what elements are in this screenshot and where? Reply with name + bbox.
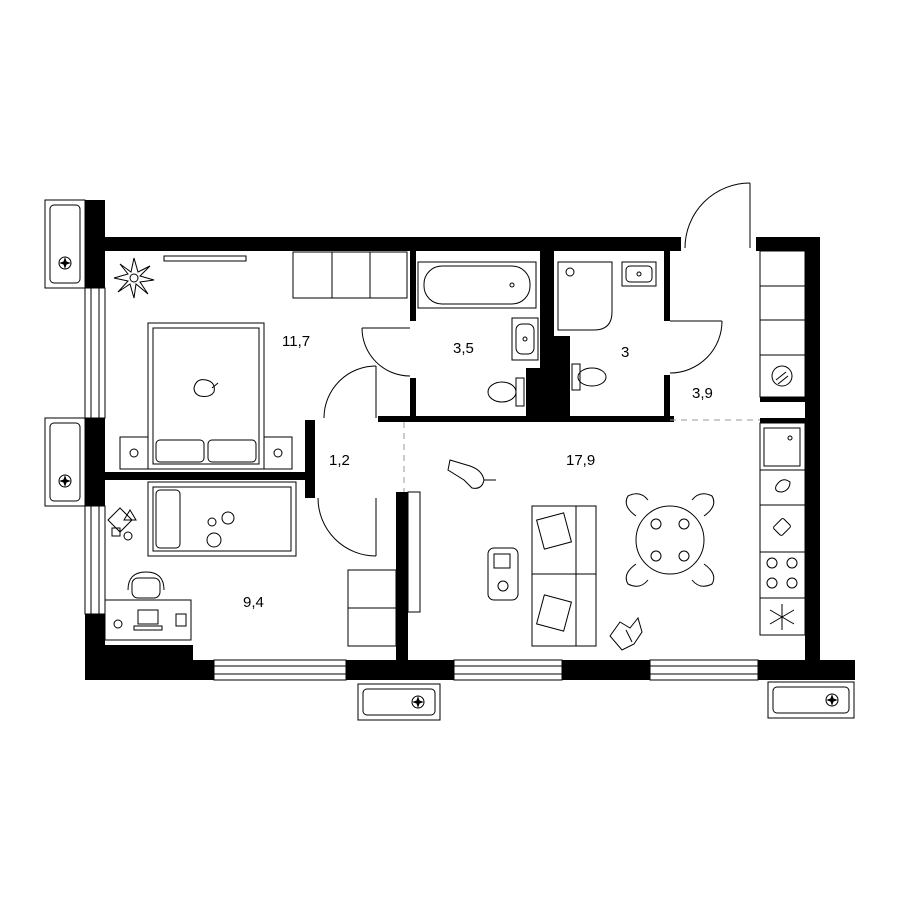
air-conditioner-icon: [357, 683, 441, 721]
air-conditioner-icon: [44, 417, 86, 507]
dining-table-icon: [625, 493, 715, 587]
plant-icon: [113, 257, 155, 299]
sofa-icon: [531, 505, 597, 647]
shower-icon: [557, 261, 613, 331]
air-conditioner-icon: [44, 199, 86, 289]
bathtub-icon: [417, 261, 537, 309]
wardrobe: [292, 251, 408, 299]
fridge-icon: [769, 604, 795, 630]
air-conditioner-icon: [767, 681, 855, 719]
coffee-table: [487, 547, 519, 601]
zone-boundary: [403, 419, 760, 492]
room-area-hall: 1,2: [329, 452, 350, 469]
room-area-kids-room: 9,4: [243, 594, 264, 611]
chair: [127, 571, 165, 599]
desk-icon: [104, 599, 192, 641]
room-area-bathroom: 3,5: [453, 340, 474, 357]
room-area-bedroom: 11,7: [282, 333, 311, 350]
kitchen-counter: [759, 422, 806, 636]
toilet-icon: [571, 363, 607, 391]
sink-icon: [511, 317, 539, 361]
armchair-icon: [347, 569, 397, 647]
room-area-living-kitchen: 17,9: [566, 452, 596, 469]
nightstand: [119, 436, 293, 470]
plant-icon: [609, 616, 643, 651]
bed-icon: [147, 322, 265, 470]
sink-icon: [621, 261, 657, 287]
walls: [85, 200, 855, 680]
window: [84, 287, 106, 419]
cat-icon: [193, 379, 219, 397]
tv-icon: [163, 255, 247, 262]
toys-icon: [107, 507, 137, 541]
kitchen-cabinets: [759, 250, 806, 398]
child-bed-icon: [147, 481, 297, 557]
window: [84, 505, 106, 615]
room-area-entrance: 3,9: [692, 385, 713, 402]
toilet-icon: [487, 377, 525, 407]
window: [649, 659, 759, 681]
room-area-toilet: 3: [621, 344, 630, 361]
window: [213, 659, 347, 681]
window: [453, 659, 563, 681]
stove-icon: [760, 557, 805, 599]
door: [317, 182, 751, 613]
cat-icon: [447, 459, 496, 489]
